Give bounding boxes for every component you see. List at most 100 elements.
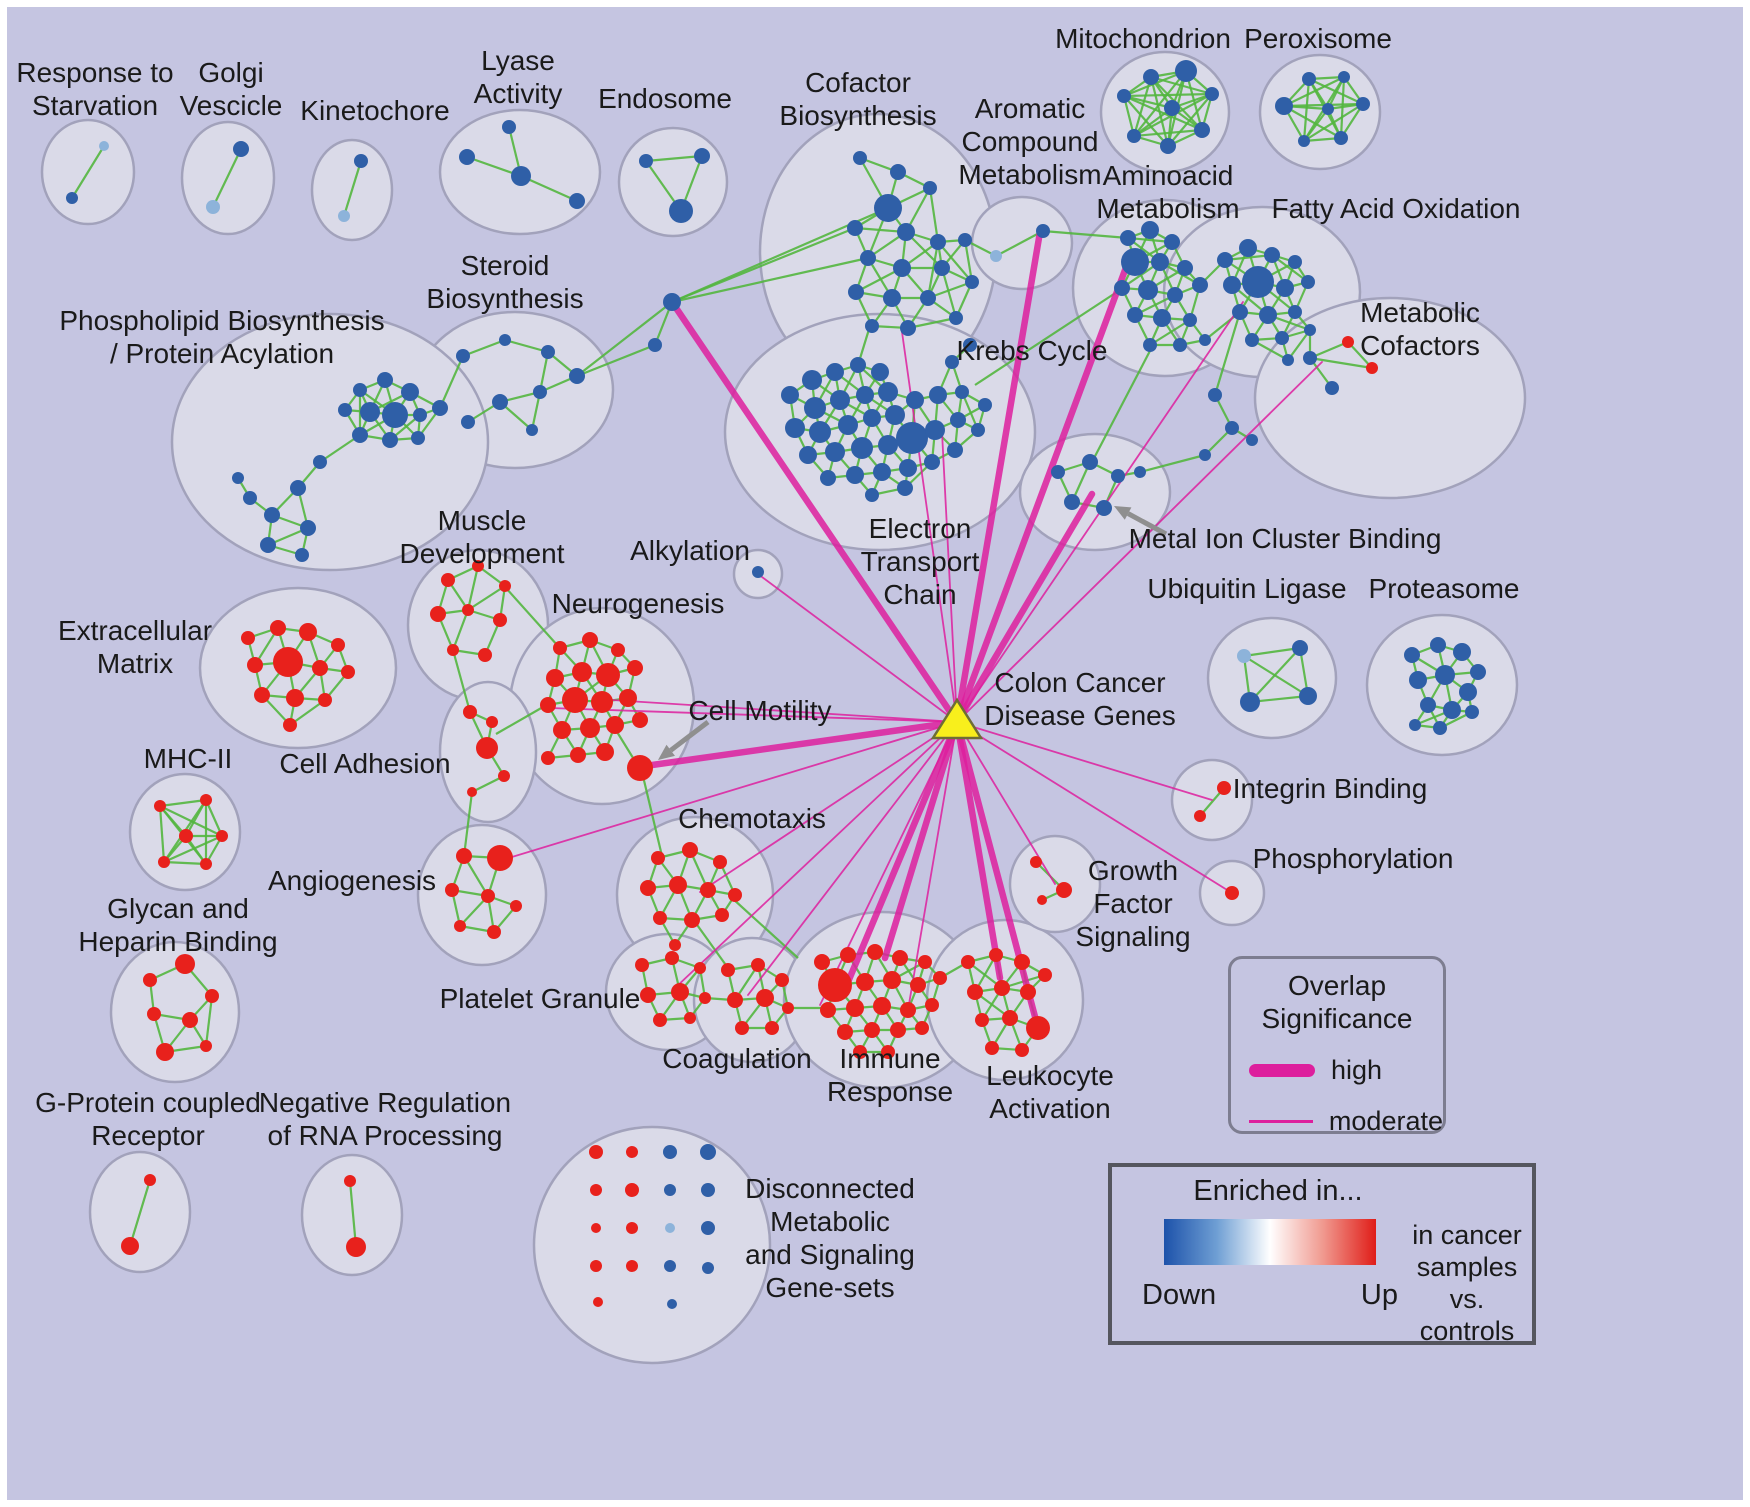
response-to-starvation-node <box>66 192 78 204</box>
enrichment-side-line1: in cancer <box>1412 1220 1522 1250</box>
metal-ion-cluster-binding-node <box>1134 466 1146 478</box>
neurogenesis-node <box>562 687 588 713</box>
proteasome-label: Proteasome <box>1369 573 1520 604</box>
extracellular-matrix-node <box>286 689 304 707</box>
electron-transport-chain-node <box>785 418 805 438</box>
leukocyte-activation-node <box>961 955 975 969</box>
moderate-significance-label: moderate <box>1328 1106 1443 1136</box>
cross-cluster-edge <box>438 355 465 409</box>
fatty-acid-oxidation-node <box>1259 306 1277 324</box>
extracellular-matrix-node <box>331 638 345 652</box>
gene-set-edge <box>1149 76 1170 147</box>
negative-regulation-rna-processing-node <box>344 1175 356 1187</box>
disconnected-gene-sets-node <box>591 1223 601 1233</box>
mitochondrion-node <box>1194 122 1210 138</box>
fatty-acid-oxidation-node <box>1264 247 1280 263</box>
chemotaxis-node <box>669 876 687 894</box>
neurogenesis-node <box>591 691 613 713</box>
gene-set-edge <box>451 609 470 651</box>
lyase-activity-node <box>569 193 585 209</box>
chemotaxis-node <box>713 855 727 869</box>
phospholipid-biosynthesis-node <box>232 472 244 484</box>
overlap-edge-moderate <box>611 699 958 723</box>
electron-transport-chain-node <box>971 423 985 437</box>
glycan-heparin-binding-node <box>205 989 219 1003</box>
chemotaxis-label: Chemotaxis <box>678 803 826 834</box>
electron-transport-chain-node <box>781 386 799 404</box>
disconnected-gene-sets-node <box>593 1297 603 1307</box>
disconnected-gene-sets-node <box>667 1299 677 1309</box>
cell-adhesion-node <box>486 716 498 728</box>
electron-transport-chain-node <box>856 386 874 404</box>
metal-ion-cluster-binding-node <box>1051 465 1065 479</box>
phospholipid-biosynthesis-node <box>413 408 427 422</box>
metabolic-cofactors-node <box>1303 351 1317 365</box>
electron-transport-chain-node <box>826 363 844 381</box>
phospholipid-biosynthesis-node <box>432 400 448 416</box>
glycan-heparin-binding-node <box>200 1040 212 1052</box>
phospholipid-biosynthesis-node <box>360 402 380 422</box>
neurogenesis-node <box>596 663 620 687</box>
mitochondrion-node <box>1117 89 1131 103</box>
gene-set-edge <box>348 1180 358 1248</box>
neurogenesis-node <box>553 721 571 739</box>
metabolic-cofactors-node <box>1325 381 1339 395</box>
disconnected-gene-sets-node <box>590 1260 602 1272</box>
cell-motility-label: Cell Motility <box>688 695 831 726</box>
glycan-heparin-binding-node <box>143 973 157 987</box>
steroid-biosynthesis-node <box>499 334 511 346</box>
coagulation-node <box>727 992 743 1008</box>
disconnected-gene-sets-node <box>702 1262 714 1274</box>
arrows-layer <box>658 506 1168 760</box>
electron-transport-chain-node <box>878 382 898 402</box>
platelet-granule-label: Platelet Granule <box>440 983 641 1014</box>
overlap-edge-moderate <box>501 721 958 861</box>
pointer-arrow-line <box>669 720 710 753</box>
aminoacid-metabolism-node <box>1177 260 1193 276</box>
peroxisome-ellipse <box>1258 53 1382 171</box>
overlap-edge-moderate <box>699 721 958 893</box>
neurogenesis-node <box>611 643 625 657</box>
gene-set-edge <box>645 154 703 163</box>
extracellular-matrix-node <box>254 687 270 703</box>
electron-transport-chain-node <box>978 398 992 412</box>
leukocyte-activation-node <box>967 984 983 1000</box>
cross-cluster-edge <box>974 289 1121 386</box>
endosome-node <box>639 154 653 168</box>
aminoacid-metabolism-node <box>1183 313 1197 327</box>
lyase-activity-node <box>511 166 531 186</box>
leukocyte-activation-node <box>1014 954 1030 970</box>
cofactor-biosynthesis-node <box>958 233 972 247</box>
gene-set-edge <box>520 174 578 203</box>
gene-set-edge <box>1283 105 1342 139</box>
phospholipid-biosynthesis-node <box>295 548 309 562</box>
fatty-acid-oxidation-node <box>1239 239 1257 257</box>
fatty-acid-oxidation-node <box>1304 324 1316 336</box>
platelet-granule-node <box>699 992 711 1004</box>
steroid-biosynthesis-node <box>492 394 508 410</box>
peroxisome-node <box>1322 103 1334 115</box>
gene-set-edge <box>937 241 973 283</box>
metabolic-cofactors-ellipse <box>1253 296 1527 500</box>
cross-cluster-edge <box>451 649 472 713</box>
extracellular-matrix-node <box>247 657 263 673</box>
phospholipid-biosynthesis-node <box>300 520 316 536</box>
cofactor-biosynthesis-node <box>853 151 867 165</box>
mhc-ii-node <box>216 830 228 842</box>
fatty-acid-oxidation-node <box>1275 331 1289 345</box>
disconnected-gene-sets-node <box>589 1145 603 1159</box>
neurogenesis-node <box>553 641 567 655</box>
phospholipid-biosynthesis-ellipse <box>170 312 490 572</box>
electron-transport-chain-node <box>871 363 889 381</box>
gene-set-edge <box>204 995 214 1047</box>
gene-set-edge <box>462 338 506 358</box>
phospholipid-biosynthesis-node <box>401 383 419 401</box>
muscle-development-node <box>493 613 507 627</box>
negative-regulation-rna-processing-node <box>346 1237 366 1257</box>
overlap-edge-high <box>953 718 1042 1032</box>
electron-transport-chain-node <box>799 446 817 464</box>
